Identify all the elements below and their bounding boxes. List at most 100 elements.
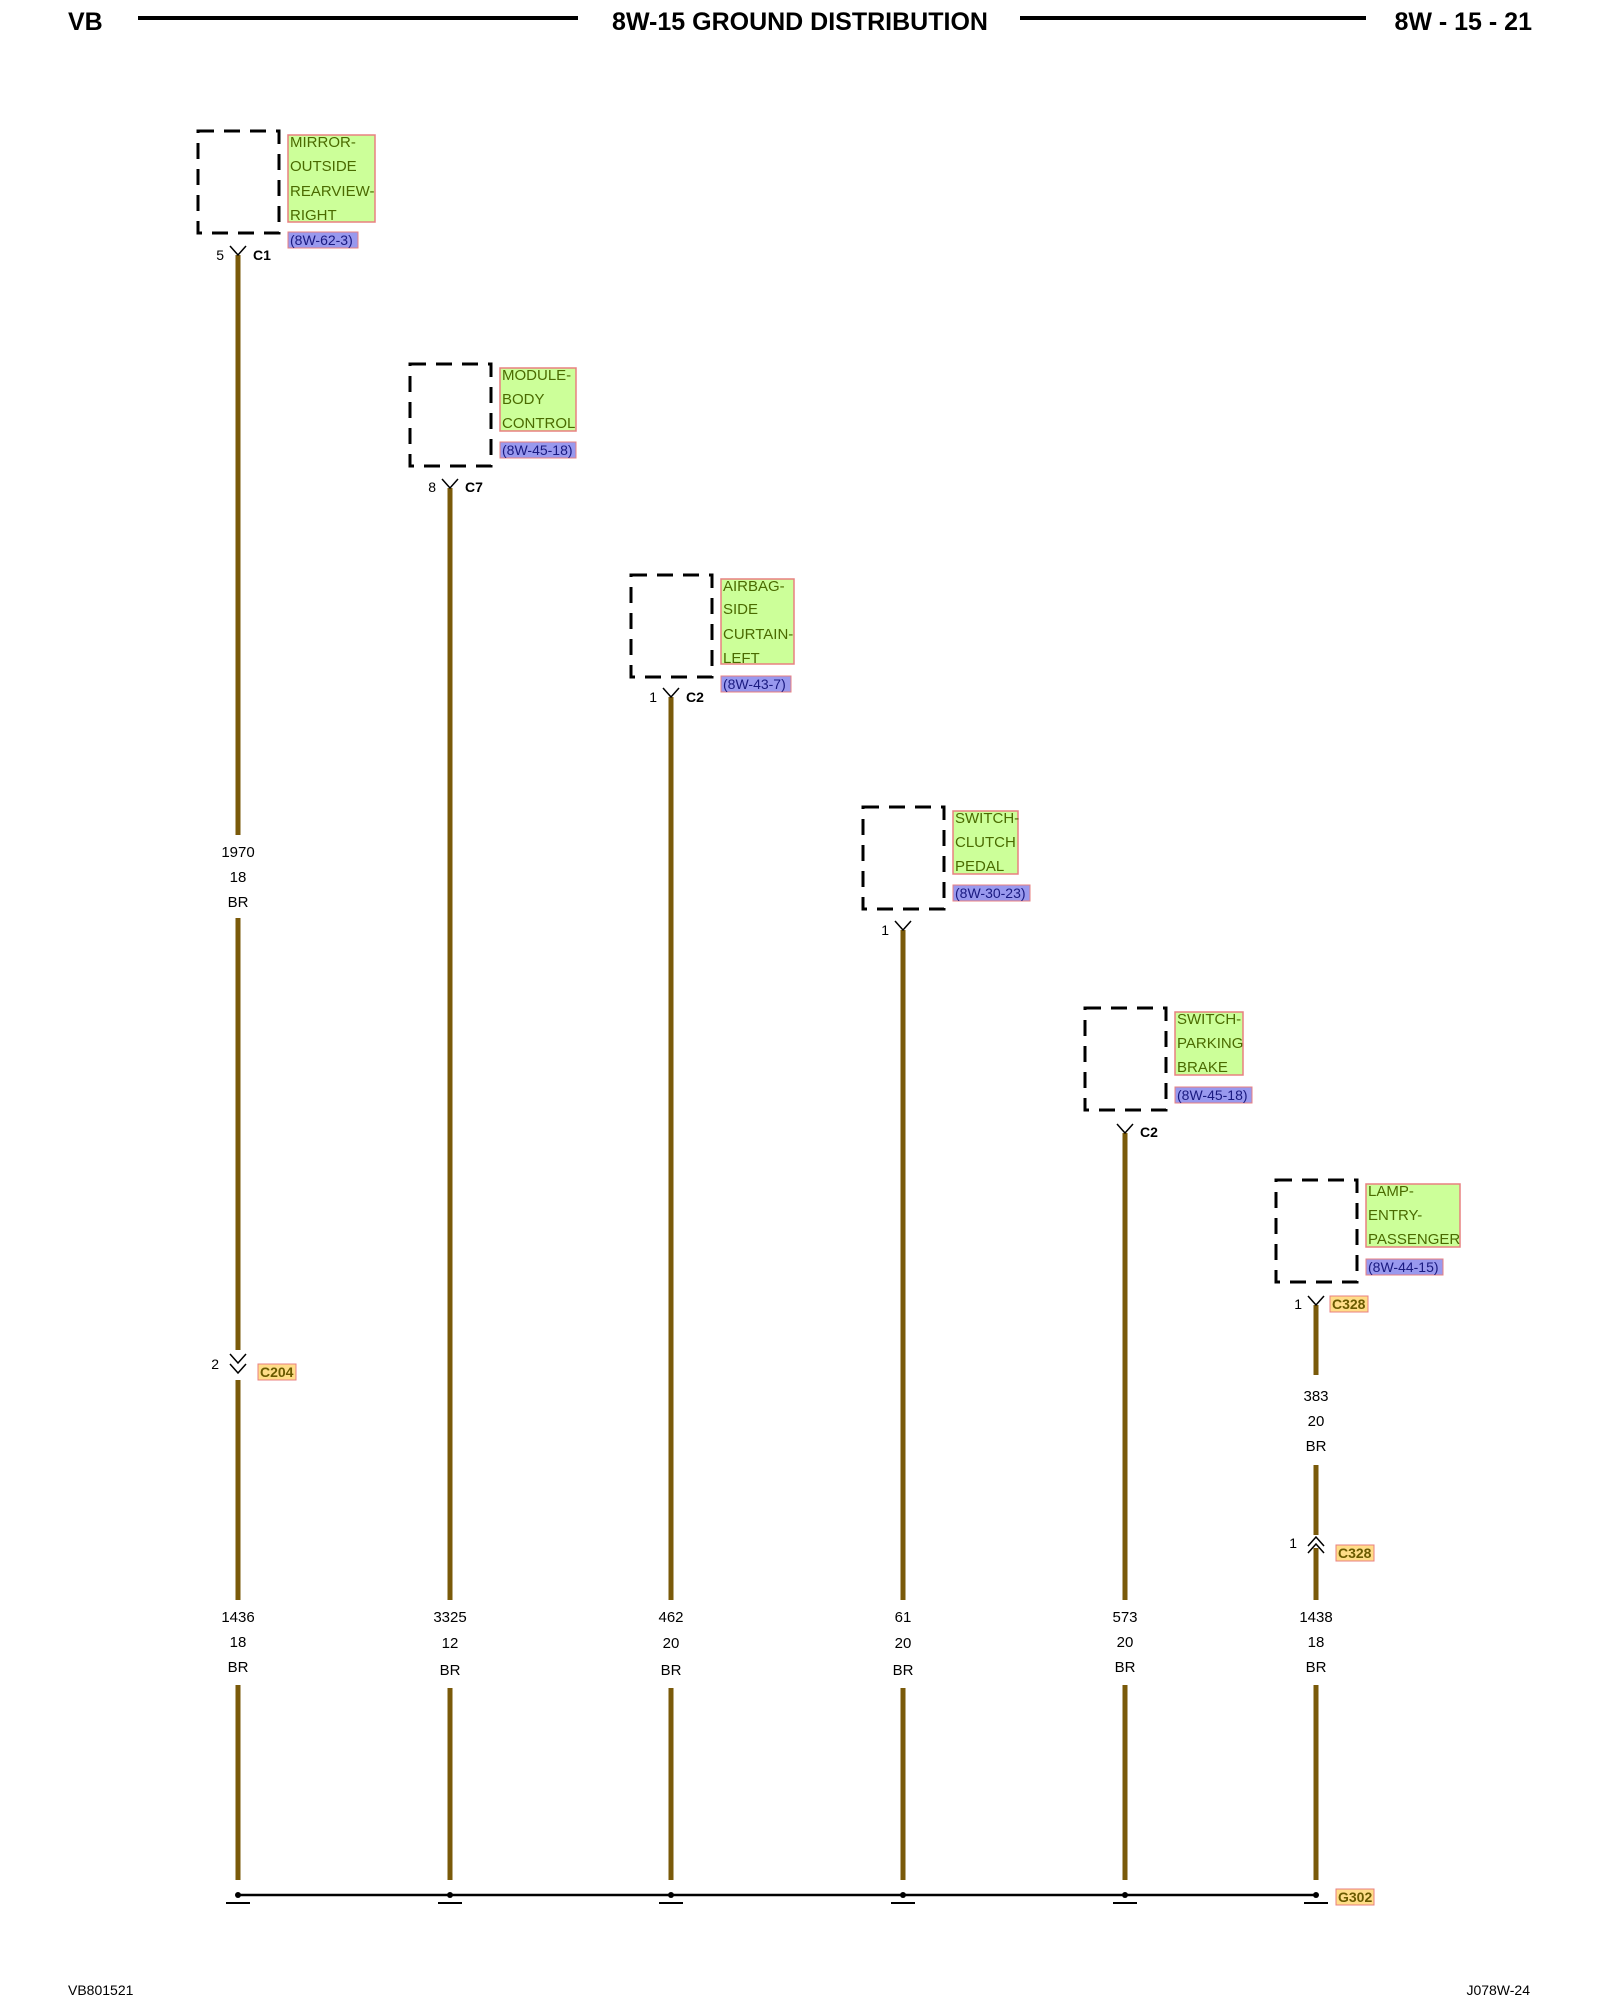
pin-number: 8	[428, 479, 436, 495]
ref-box	[720, 675, 792, 693]
ground-splice-5	[1113, 1892, 1137, 1904]
connector-highlight	[257, 1363, 297, 1381]
wire-gauge: 18	[1308, 1634, 1325, 1651]
page-reference: (8W-45-18)	[502, 442, 573, 458]
ref-box	[1174, 1086, 1253, 1104]
component-parking-brake-switch: SWITCH- PARKING BRAKE (8W-45-18) C2	[1083, 1006, 1253, 1140]
component-label-box	[287, 134, 376, 223]
component-box	[629, 573, 714, 679]
wire-label-1436: 1436 18 BR	[221, 1609, 254, 1676]
connector-name: C2	[686, 689, 704, 705]
connector-pin-symbol	[1307, 1295, 1325, 1307]
connector-name: C1	[253, 247, 271, 263]
wire-gauge: 20	[1117, 1634, 1134, 1651]
component-name-line: BRAKE	[1177, 1059, 1228, 1076]
inline-connector-c328: 1 C328	[1289, 1535, 1375, 1562]
component-name-line: PARKING	[1177, 1035, 1243, 1052]
component-name-line: SWITCH-	[955, 810, 1019, 827]
component-label-box	[1174, 1011, 1244, 1076]
wire-color: BR	[228, 894, 249, 911]
component-name-line: LAMP-	[1368, 1183, 1414, 1200]
page-number: 8W - 15 - 21	[1394, 8, 1532, 36]
component-name-line: ENTRY-	[1368, 1207, 1422, 1224]
wire-label-1970: 1970 18 BR	[221, 844, 254, 911]
connector-highlight	[1329, 1295, 1369, 1313]
wire-label-573: 573 20 BR	[1112, 1609, 1137, 1676]
wire-color: BR	[893, 1662, 914, 1679]
component-name-line: SWITCH-	[1177, 1011, 1241, 1028]
wires	[235, 255, 1319, 1880]
component-name-line: LEFT	[723, 650, 760, 667]
wire-gauge: 12	[442, 1635, 459, 1652]
page-reference: (8W-62-3)	[290, 232, 353, 248]
page-reference: (8W-30-23)	[955, 885, 1026, 901]
circuit-number: 383	[1303, 1388, 1328, 1405]
wire-label-3325: 3325 12 BR	[433, 1609, 466, 1679]
ground-highlight	[1335, 1888, 1375, 1906]
component-clutch-pedal-switch: SWITCH- CLUTCH PEDAL (8W-30-23) 1	[861, 805, 1031, 938]
circuit-number: 1970	[221, 844, 254, 861]
wire-color: BR	[1306, 1438, 1327, 1455]
component-label-box	[952, 810, 1019, 875]
connector-name: C328	[1338, 1545, 1372, 1561]
circuit-number: 1438	[1299, 1609, 1332, 1626]
wire-gauge: 20	[663, 1635, 680, 1652]
connector-pin-symbol	[894, 920, 912, 932]
connector-female-symbol	[1307, 1535, 1325, 1547]
pin-number: 1	[1289, 1535, 1297, 1551]
footer-right: J078W-24	[1466, 1982, 1530, 1998]
ground-splice-6	[1304, 1892, 1328, 1904]
component-label-box	[1365, 1183, 1461, 1248]
component-box	[1274, 1178, 1359, 1284]
connector-pin-symbol	[441, 478, 459, 490]
connector-pin-symbol	[229, 245, 247, 257]
inline-connector-c204: 2 C204	[211, 1353, 297, 1381]
ref-box	[499, 441, 577, 459]
page-title: 8W-15 GROUND DISTRIBUTION	[612, 8, 988, 36]
wire-label-462: 462 20 BR	[658, 1609, 683, 1679]
connector-name: C328	[1332, 1296, 1366, 1312]
connector-male-symbol	[1307, 1542, 1325, 1554]
component-name-line: PEDAL	[955, 858, 1004, 875]
pin-number: 1	[649, 689, 657, 705]
wire-label-61: 61 20 BR	[893, 1609, 914, 1679]
footer-left: VB801521	[68, 1982, 134, 1998]
circuit-number: 3325	[433, 1609, 466, 1626]
circuit-number: 462	[658, 1609, 683, 1626]
component-name-line: AIRBAG-	[723, 578, 785, 595]
component-name-line: CLUTCH	[955, 834, 1016, 851]
wire-color: BR	[1115, 1659, 1136, 1676]
component-box	[196, 129, 281, 235]
wire-label-1438: 1438 18 BR	[1299, 1609, 1332, 1676]
circuit-number: 1436	[221, 1609, 254, 1626]
component-label-box	[720, 578, 795, 665]
component-name-line: REARVIEW-	[290, 183, 374, 200]
component-name-line: OUTSIDE	[290, 158, 357, 175]
page-reference: (8W-43-7)	[723, 676, 786, 692]
component-mirror: MIRROR- OUTSIDE REARVIEW- RIGHT (8W-62-3…	[196, 129, 376, 263]
wire-gauge: 20	[1308, 1413, 1325, 1430]
component-box	[1083, 1006, 1168, 1112]
circuit-number: 573	[1112, 1609, 1137, 1626]
ground-name: G302	[1338, 1889, 1372, 1905]
component-box	[408, 362, 493, 468]
pin-number: 5	[216, 247, 224, 263]
component-name-line: CONTROL	[502, 415, 575, 432]
page-reference: (8W-44-15)	[1368, 1259, 1439, 1275]
component-name-line: BODY	[502, 391, 545, 408]
connector-pin-symbol	[662, 687, 680, 699]
component-name-line: MIRROR-	[290, 134, 356, 151]
ground-splice-4	[891, 1892, 915, 1904]
connector-name: C2	[1140, 1124, 1158, 1140]
component-name-line: MODULE-	[502, 367, 571, 384]
ground-splice-1	[226, 1892, 250, 1904]
ref-box	[1365, 1258, 1444, 1276]
wire-color: BR	[1306, 1659, 1327, 1676]
wire-gauge: 20	[895, 1635, 912, 1652]
component-name-line: PASSENGER	[1368, 1231, 1460, 1248]
ref-box	[952, 884, 1031, 902]
connector-female-symbol	[229, 1353, 247, 1365]
ground-bus: G302	[226, 1888, 1375, 1906]
component-name-line: RIGHT	[290, 207, 337, 224]
